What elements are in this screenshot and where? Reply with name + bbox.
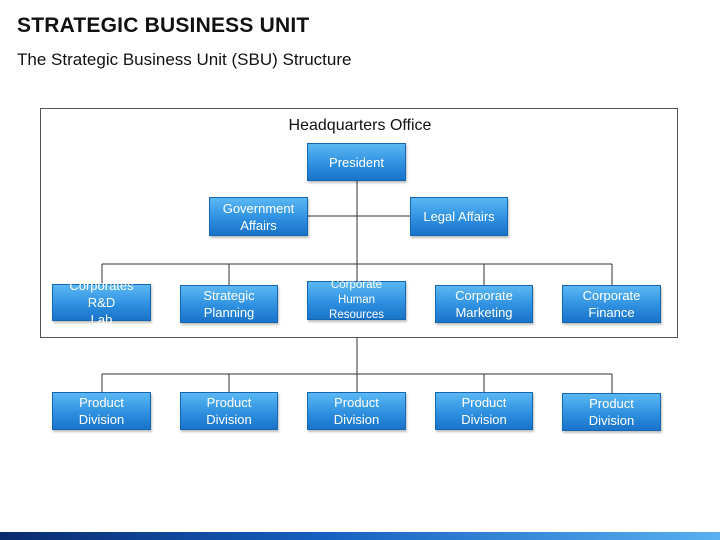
- corporate-finance-box: Corporate Finance: [562, 285, 661, 323]
- product-division-box-5: Product Division: [562, 393, 661, 431]
- corporate-rd-lab-box: Corporates R&D Lab: [52, 278, 151, 327]
- strategic-planning-label: Strategic Planning: [203, 288, 255, 320]
- headquarters-frame: [40, 108, 678, 338]
- slide-title: STRATEGIC BUSINESS UNIT: [17, 14, 310, 37]
- product-division-label: Product Division: [206, 395, 252, 427]
- product-division-label: Product Division: [588, 396, 635, 428]
- product-division-box-4: Product Division: [435, 392, 533, 430]
- corporate-human-resources-box: Corporate Human Resources: [307, 279, 406, 321]
- legal-affairs-label: Legal Affairs: [423, 209, 495, 224]
- product-division-label: Product Division: [333, 395, 380, 427]
- footer-accent-bar: [0, 532, 720, 540]
- product-division-box-2: Product Division: [180, 392, 278, 430]
- corporate-finance-label: Corporate Finance: [582, 288, 641, 320]
- corporate-marketing-box: Corporate Marketing: [435, 285, 533, 323]
- corporate-human-resources-label: Corporate Human Resources: [329, 279, 384, 321]
- product-division-label: Product Division: [78, 395, 125, 427]
- product-division-box-1: Product Division: [52, 392, 151, 430]
- government-affairs-box: Government Affairs: [209, 197, 308, 236]
- president-box: President: [307, 143, 406, 181]
- strategic-planning-box: Strategic Planning: [180, 285, 278, 323]
- product-division-box-3: Product Division: [307, 392, 406, 430]
- corporate-marketing-label: Corporate Marketing: [455, 288, 513, 320]
- legal-affairs-box: Legal Affairs: [410, 197, 508, 236]
- corporate-rd-lab-label: Corporates R&D Lab: [69, 278, 134, 327]
- product-division-label: Product Division: [461, 395, 507, 427]
- president-label: President: [329, 154, 384, 170]
- government-affairs-label: Government Affairs: [222, 200, 295, 233]
- slide-subtitle: The Strategic Business Unit (SBU) Struct…: [17, 50, 352, 69]
- headquarters-label: Headquarters Office: [288, 117, 432, 134]
